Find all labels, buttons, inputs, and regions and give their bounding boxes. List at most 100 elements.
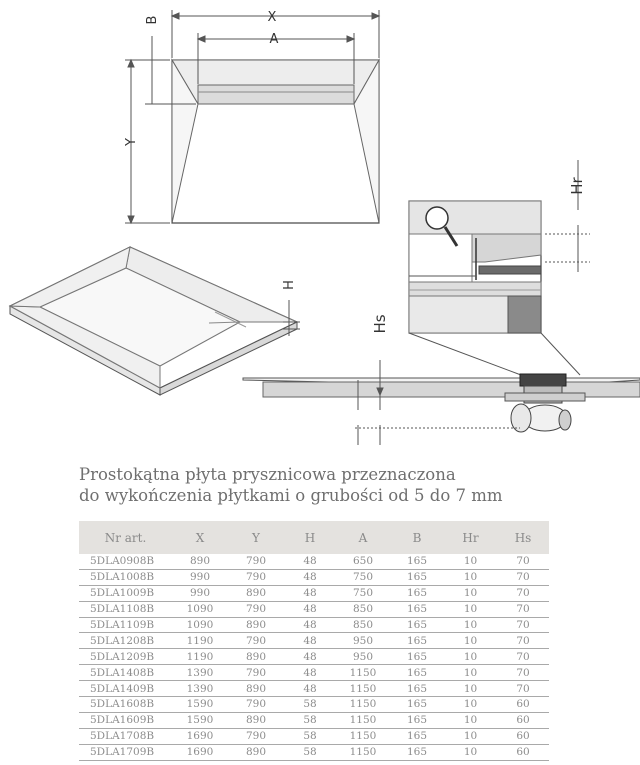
table-cell: 165 <box>390 648 444 666</box>
table-cell: 165 <box>390 554 444 570</box>
table-cell: 165 <box>390 744 444 761</box>
table-cell: 1390 <box>172 664 228 682</box>
table-cell: 48 <box>284 554 336 570</box>
label-hs: Hs <box>371 314 389 333</box>
table-cell: 10 <box>444 664 497 682</box>
table-cell: 58 <box>284 728 336 745</box>
table-cell: 1150 <box>336 712 390 729</box>
table-cell: 750 <box>336 585 390 602</box>
table-cell: 165 <box>390 601 444 618</box>
dimension-h <box>283 300 300 336</box>
table-cell: 5DLA1209B <box>79 648 172 666</box>
table-cell: 165 <box>390 569 444 586</box>
header-a: A <box>336 521 390 554</box>
table-cell: 1190 <box>172 632 228 650</box>
table-cell: 790 <box>228 728 284 745</box>
table-cell: 10 <box>444 744 497 761</box>
label-h: H <box>282 280 297 290</box>
table-cell: 5DLA1708B <box>79 728 172 745</box>
label-y: Y <box>124 138 139 147</box>
table-cell: 70 <box>497 664 549 682</box>
table-cell: 70 <box>497 617 549 634</box>
table-cell: 165 <box>390 680 444 698</box>
table-cell: 1150 <box>336 664 390 682</box>
table-cell: 1690 <box>172 744 228 761</box>
table-cell: 5DLA1108B <box>79 601 172 618</box>
table-cell: 48 <box>284 569 336 586</box>
header-hr: Hr <box>444 521 497 554</box>
isometric-plate <box>8 246 299 396</box>
magnifier-icon <box>425 206 459 247</box>
table-cell: 165 <box>390 632 444 650</box>
table-cell: 1150 <box>336 744 390 761</box>
table-cell: 1190 <box>172 648 228 666</box>
product-heading: Prostokątna płyta prysznicowa przeznaczo… <box>79 464 599 506</box>
table-cell: 1090 <box>172 601 228 618</box>
table-cell: 70 <box>497 601 549 618</box>
table-cell: 890 <box>228 744 284 761</box>
table-cell: 58 <box>284 712 336 729</box>
table-cell: 1150 <box>336 728 390 745</box>
table-cell: 5DLA1609B <box>79 712 172 729</box>
table-cell: 890 <box>228 712 284 729</box>
table-cell: 890 <box>228 680 284 698</box>
header-y: Y <box>228 521 284 554</box>
table-header-row: Nr art. X Y H A B Hr Hs <box>79 521 549 554</box>
table-cell: 165 <box>390 664 444 682</box>
table-cell: 990 <box>172 569 228 586</box>
header-b: B <box>390 521 444 554</box>
table-cell: 890 <box>228 585 284 602</box>
table-cell: 1590 <box>172 696 228 713</box>
table-cell: 1390 <box>172 680 228 698</box>
table-cell: 60 <box>497 744 549 761</box>
table-cell: 70 <box>497 632 549 650</box>
table-cell: 1590 <box>172 712 228 729</box>
table-cell: 5DLA1009B <box>79 585 172 602</box>
table-cell: 10 <box>444 601 497 618</box>
heading-line-2: do wykończenia płytkami o grubości od 5 … <box>79 486 503 505</box>
table-cell: 70 <box>497 585 549 602</box>
table-cell: 5DLA1608B <box>79 696 172 713</box>
table-cell: 790 <box>228 696 284 713</box>
table-cell: 5DLA1008B <box>79 569 172 586</box>
table-cell: 48 <box>284 617 336 634</box>
table-cell: 5DLA1409B <box>79 680 172 698</box>
table-cell: 10 <box>444 554 497 570</box>
table-cell: 5DLA1109B <box>79 617 172 634</box>
table-cell: 10 <box>444 617 497 634</box>
heading-line-1: Prostokątna płyta prysznicowa przeznaczo… <box>79 465 456 484</box>
top-view-plate <box>171 58 380 224</box>
table-cell: 10 <box>444 632 497 650</box>
floor-section <box>242 360 640 445</box>
dimension-x <box>170 10 381 58</box>
table-cell: 165 <box>390 712 444 729</box>
table-cell: 950 <box>336 648 390 666</box>
table-cell: 48 <box>284 601 336 618</box>
table-cell: 790 <box>228 632 284 650</box>
label-hr: Hr <box>568 176 586 194</box>
table-cell: 48 <box>284 648 336 666</box>
table-cell: 10 <box>444 585 497 602</box>
table-cell: 890 <box>172 554 228 570</box>
table-cell: 10 <box>444 680 497 698</box>
table-cell: 10 <box>444 696 497 713</box>
table-cell: 48 <box>284 585 336 602</box>
table-cell: 165 <box>390 696 444 713</box>
table-cell: 1090 <box>172 617 228 634</box>
table-cell: 5DLA0908B <box>79 554 172 570</box>
table-cell: 5DLA1408B <box>79 664 172 682</box>
table-cell: 790 <box>228 601 284 618</box>
